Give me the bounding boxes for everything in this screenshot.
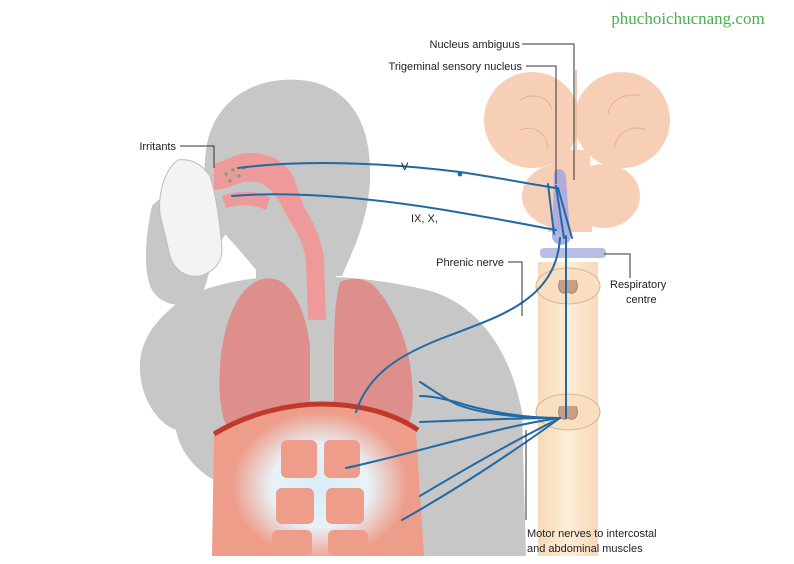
- label-motor-nerves-2: and abdominal muscles: [527, 543, 643, 555]
- nerve-pathways: [231, 162, 573, 521]
- tissue-shape: [159, 159, 223, 277]
- spinal-cord: [535, 262, 601, 556]
- label-v: V: [401, 161, 409, 173]
- label-respiratory: Respiratory: [610, 279, 667, 291]
- watermark-text: phuchoichucnang.com: [611, 9, 764, 28]
- leader-lines: [180, 43, 631, 520]
- label-phrenic-nerve: Phrenic nerve: [436, 257, 504, 269]
- label-irritants: Irritants: [139, 141, 176, 153]
- lungs: [219, 278, 413, 428]
- label-motor-nerves-1: Motor nerves to intercostal: [527, 528, 657, 540]
- label-ix-x: IX, X,: [411, 213, 438, 225]
- label-centre: centre: [626, 294, 657, 306]
- brain: [484, 70, 670, 258]
- label-trigeminal-sensory-nucleus: Trigeminal sensory nucleus: [389, 61, 523, 73]
- abdominal-muscles: [212, 401, 424, 560]
- label-nucleus-ambiguus: Nucleus ambiguus: [430, 39, 521, 51]
